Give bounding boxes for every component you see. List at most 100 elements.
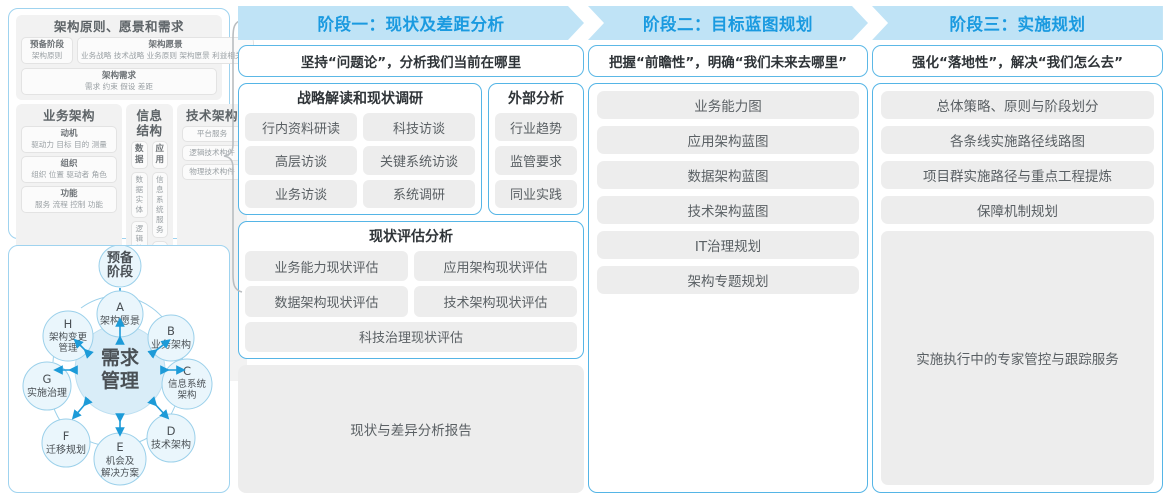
phase-3-header[interactable]: 阶段三：实施规划 [872,6,1163,41]
external-chip-grid: 行业趋势 监管要求 同业实践 [495,113,577,208]
cell-physical-technology-component: 物理技术构件 [182,164,243,180]
list-item[interactable]: 技术架构蓝图 [597,196,859,224]
adm-node-d [146,413,196,463]
chip-item[interactable]: 技术架构现状评估 [414,286,577,317]
cell-body: 驱动力 目标 目的 测量 [31,140,107,149]
cell-body: 逻辑技术构件 [189,148,235,157]
cell-body: 架构原则 [31,51,63,60]
adm-node-a-letter: A [116,300,124,314]
chip-row: 数据架构现状评估 技术架构现状评估 [245,286,577,317]
cell-function: 功能 服务 流程 控制 功能 [21,186,117,213]
chip-row: 科技治理现状评估 [245,321,577,352]
cell-body: 需求 约束 假设 差距 [85,82,153,91]
phase-2-header[interactable]: 阶段二：目标蓝图规划 [588,6,868,40]
phase-1-report[interactable]: 现状与差异分析报告 [238,365,584,493]
adm-radial-arrows [53,317,186,437]
cell-information-system-service: 信息系统服务 [151,172,169,238]
cell-preliminary-phase: 预备阶段 架构原则 [21,37,73,64]
adm-node-d-letter: D [167,424,176,438]
framework-title: 架构原则、愿景和需求 [53,19,184,34]
adm-preliminary-l2: 阶段 [107,264,133,280]
chip-row: 业务能力现状评估 应用架构现状评估 [245,251,577,282]
phase-3-subtitle: 强化“落地性”，解决“我们怎么去” [872,45,1163,77]
cell-head: 动机 [60,129,78,139]
phase-1-top-row: 战略解读和现状调研 行内资料研读 科技访谈 高层访谈 关键系统访谈 [238,83,584,215]
chip-row: 行业趋势 [495,113,577,142]
chip-item[interactable]: 系统调研 [363,179,475,208]
chip-item[interactable]: 行业趋势 [495,113,577,142]
cell-body: 业务战略 技术战略 业务原则 架构愿景 利益相关者 [81,51,251,60]
cell-head: 数据 [135,144,144,165]
business-cells: 动机 驱动力 目标 目的 测量 组织 组织 位置 驱动者 角色 功能 服务 流程… [21,126,117,376]
list-item[interactable]: 总体策略、原则与阶段划分 [881,91,1154,119]
adm-node-e-label-1: 机会及 [106,455,135,467]
cell-body: 物理技术构件 [189,167,235,176]
phase-1: 阶段一：现状及差距分析 坚持“问题论”，分析我们当前在哪里 战略解读和现状调研 … [238,6,584,493]
cell-head: 功能 [60,189,78,199]
list-item[interactable]: 业务能力图 [597,91,859,119]
list-item[interactable]: 保障机制规划 [881,196,1154,224]
phase-3-body: 总体策略、原则与阶段划分 各条线实施路径线路图 项目群实施路径与重点工程提炼 保… [872,83,1163,493]
adm-cycle-panel: 需求 管理 预备 阶段 A 架构愿景 B 业务架构 C 信息系统 架构 [8,245,230,493]
cell-logical-technology-component: 逻辑技术构件 [182,145,243,161]
list-item[interactable]: IT治理规划 [597,231,859,259]
phase-1-subtitle: 坚持“问题论”，分析我们当前在哪里 [238,45,584,77]
chip-item[interactable]: 业务访谈 [245,179,357,208]
chevron-banner-icon [588,6,868,40]
chip-row: 行内资料研读 科技访谈 [245,113,475,142]
left-column: 架构原则、愿景和需求 预备阶段 架构原则 架构愿景 业务战略 技术战略 业务原则… [0,0,255,499]
cell-head: 架构需求 [101,71,136,81]
cell-body: 服务 流程 控制 功能 [35,200,103,209]
chip-row: 监管要求 [495,146,577,175]
assessment-chip-grid: 业务能力现状评估 应用架构现状评估 数据架构现状评估 技术架构现状评估 科技治理… [245,251,577,352]
cell-platform-service: 平台服务 [182,126,243,142]
chip-item[interactable]: 科技访谈 [363,113,475,142]
chip-item[interactable]: 同业实践 [495,179,577,208]
phase-3-list: 总体策略、原则与阶段划分 各条线实施路径线路图 项目群实施路径与重点工程提炼 保… [872,83,1163,493]
cell-application: 应用 [151,141,169,169]
chevron-banner-icon [238,6,584,40]
list-item[interactable]: 架构专题规划 [597,266,859,294]
chip-row: 同业实践 [495,179,577,208]
adm-center-label-1: 需求 [101,346,140,369]
adm-center-label-2: 管理 [101,369,139,392]
adm-node-h-letter: H [64,317,73,331]
cell-architecture-requirements: 架构需求 需求 约束 假设 差距 [21,68,217,95]
phase-2-subtitle: 把握“前瞻性”，明确“我们未来去哪里” [588,45,868,77]
cell-architecture-vision: 架构愿景 业务战略 技术战略 业务原则 架构愿景 利益相关者 [77,37,255,64]
chip-item[interactable]: 行内资料研读 [245,113,357,142]
list-item[interactable]: 数据架构蓝图 [597,161,859,189]
chip-item[interactable]: 数据架构现状评估 [245,286,408,317]
architecture-principles-group: 架构原则、愿景和需求 预备阶段 架构原则 架构愿景 业务战略 技术战略 业务原则… [16,15,255,100]
chip-item[interactable]: 监管要求 [495,146,577,175]
chip-item[interactable]: 关键系统访谈 [363,146,475,175]
framework-top-row: 预备阶段 架构原则 架构愿景 业务战略 技术战略 业务原则 架构愿景 利益相关者 [21,37,255,64]
phase-3: 阶段三：实施规划 强化“落地性”，解决“我们怎么去” 总体策略、原则与阶段划分 … [872,6,1163,493]
cell-data: 数据 [131,141,148,169]
list-item[interactable]: 各条线实施路径线路图 [881,126,1154,154]
chip-item[interactable]: 业务能力现状评估 [245,251,408,282]
chip-item[interactable]: 高层访谈 [245,146,357,175]
adm-preliminary-circle [98,246,142,288]
phase-1-title: 阶段一：现状及差距分析 [317,15,505,34]
list-item[interactable]: 应用架构蓝图 [597,126,859,154]
adm-node-c-label-2: 架构 [177,389,196,401]
card-title: 战略解读和现状调研 [297,91,423,107]
card-current-state-assessment: 现状评估分析 业务能力现状评估 应用架构现状评估 数据架构现状评估 技术架构现状… [238,221,584,359]
cell-head: 应用 [155,144,165,165]
group-title: 技术架构 [186,108,239,123]
chip-item[interactable]: 科技治理现状评估 [245,321,577,352]
list-item[interactable]: 实施执行中的专家管控与跟踪服务 [881,231,1154,485]
phases-container: 阶段一：现状及差距分析 坚持“问题论”，分析我们当前在哪里 战略解读和现状调研 … [236,0,1167,499]
phase-2: 阶段二：目标蓝图规划 把握“前瞻性”，明确“我们未来去哪里” 业务能力图 应用架… [588,6,868,493]
cell-organization: 组织 组织 位置 驱动者 角色 [21,156,117,183]
phase-1-header[interactable]: 阶段一：现状及差距分析 [238,6,584,40]
chevron-banner-icon [872,6,1163,41]
adm-node-g-label: 实施治理 [27,386,67,399]
adm-node-f [41,418,91,468]
adm-node-c-letter: C [183,364,191,378]
list-item[interactable]: 项目群实施路径与重点工程提炼 [881,161,1154,189]
phase-3-title: 阶段三：实施规划 [949,15,1086,34]
adm-node-c-label-1: 信息系统 [168,378,207,390]
chip-item[interactable]: 应用架构现状评估 [414,251,577,282]
